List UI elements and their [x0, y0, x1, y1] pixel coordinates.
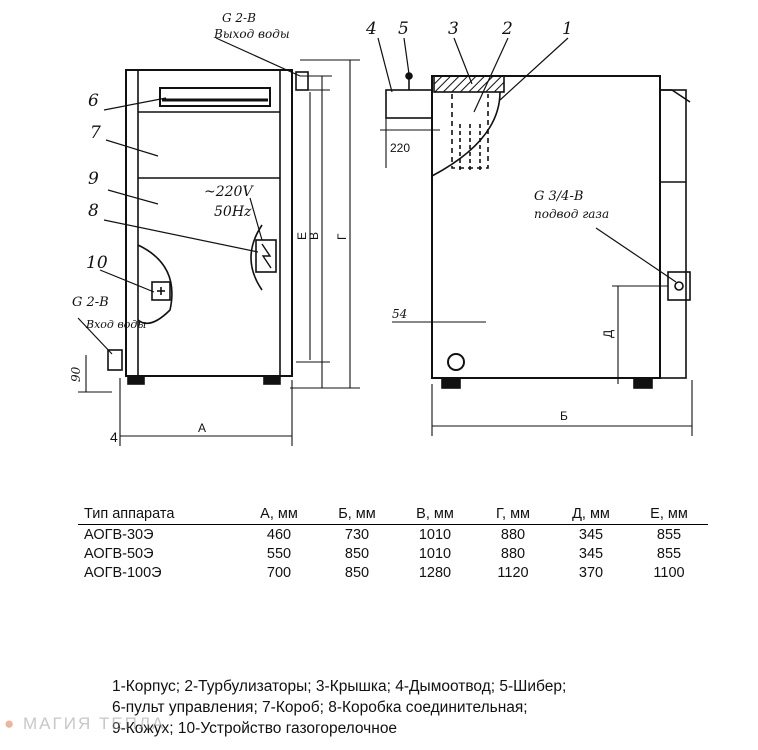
table-header: Г, мм	[474, 505, 552, 525]
label-dim-90: 90	[69, 366, 83, 382]
table-cell: 370	[578, 565, 604, 581]
front-view	[77, 37, 360, 446]
table-cell: 880	[500, 546, 526, 562]
label-voltage: ~220V	[204, 184, 254, 200]
label-dim-4: 4	[110, 429, 118, 445]
table-cell: АОГВ-100Э	[84, 565, 162, 581]
specs-table: Тип аппарата А, мм Б, мм В, мм Г, мм Д, …	[78, 505, 708, 583]
label-podvod-gaza: подвод газа	[534, 207, 609, 221]
label-dim-v: В	[307, 232, 321, 240]
table-cell: 1100	[653, 565, 685, 581]
side-view	[377, 37, 693, 436]
label-vhod-vody: Вход воды	[85, 318, 146, 331]
table-cell: 345	[578, 546, 604, 562]
table-cell: 855	[656, 546, 682, 562]
label-n8: 8	[88, 201, 99, 221]
label-n10: 10	[86, 253, 108, 273]
label-dim-g: Г	[335, 233, 349, 240]
label-dim-e: Е	[295, 232, 309, 240]
table-cell: 1280	[418, 565, 452, 581]
table-cell: 1010	[418, 546, 452, 562]
label-g2b-side: G 2-В	[72, 295, 109, 310]
table-cell: 460	[266, 527, 292, 543]
label-n4: 4	[365, 19, 377, 39]
table-header: Б, мм	[318, 505, 396, 525]
label-n6: 6	[88, 91, 99, 111]
label-dim-d: Д	[601, 330, 615, 338]
table-header: А, мм	[240, 505, 318, 525]
table-cell: 730	[344, 527, 370, 543]
label-g2b-top: G 2-В	[222, 11, 256, 25]
label-n9: 9	[88, 169, 99, 189]
legend-line: 1-Корпус; 2-Турбулизаторы; 3-Крышка; 4-Д…	[112, 678, 567, 695]
watermark-text: МАГИЯ ТЕПЛА	[23, 714, 166, 733]
label-dim-b: Б	[560, 409, 568, 423]
table-header: Тип аппарата	[78, 505, 240, 525]
label-freq: 50Hz	[214, 204, 252, 220]
table-cell: 855	[656, 527, 682, 543]
table-cell: 700	[266, 565, 292, 581]
table-row: АОГВ-50Э 550 850 1010 880 345 855	[78, 545, 708, 564]
label-n1: 1	[562, 19, 573, 39]
label-n7: 7	[90, 123, 101, 143]
table-header-row: Тип аппарата А, мм Б, мм В, мм Г, мм Д, …	[78, 505, 708, 525]
table-cell: 345	[578, 527, 604, 543]
table-cell: 880	[500, 527, 526, 543]
table-cell: 850	[344, 565, 370, 581]
table-cell: АОГВ-50Э	[84, 546, 154, 562]
label-g34b: G 3/4-В	[534, 189, 583, 204]
label-dim-54: 54	[392, 307, 407, 321]
label-vyhod-vody-top: Выход воды	[213, 27, 290, 41]
table-cell: АОГВ-30Э	[84, 527, 154, 543]
boiler-technical-drawing: G 2-В Выход воды 6 7 9 8 10 ~220V 50Hz G…	[69, 11, 693, 446]
watermark-logo: ● МАГИЯ ТЕПЛА	[4, 714, 165, 734]
flame-icon: ●	[4, 714, 17, 733]
table-cell: 550	[266, 546, 292, 562]
legend-line: 6-пульт управления; 7-Короб; 8-Коробка с…	[112, 699, 528, 716]
table-row: АОГВ-100Э 700 850 1280 1120 370 1100	[78, 564, 708, 583]
label-n3: 3	[448, 19, 459, 39]
table-row: АОГВ-30Э 460 730 1010 880 345 855	[78, 525, 708, 546]
table-header: В, мм	[396, 505, 474, 525]
label-dim-a: А	[198, 421, 206, 435]
parts-legend: 1-Корпус; 2-Турбулизаторы; 3-Крышка; 4-Д…	[112, 676, 566, 739]
table-cell: 850	[344, 546, 370, 562]
label-n5: 5	[398, 19, 409, 39]
label-dim-220: 220	[390, 141, 410, 155]
label-n2: 2	[501, 19, 513, 39]
legend-line: 9-Кожух; 10-Устройство газогорелочное	[112, 720, 398, 737]
table-cell: 1120	[497, 565, 529, 581]
table-header: Д, мм	[552, 505, 630, 525]
table-cell: 1010	[418, 527, 452, 543]
table-header: Е, мм	[630, 505, 708, 525]
